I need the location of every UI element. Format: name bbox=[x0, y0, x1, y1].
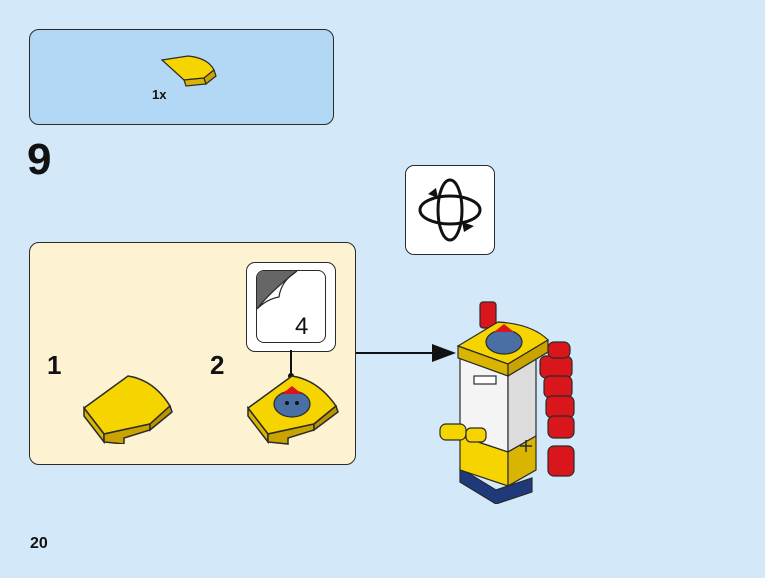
part-quantity: 1x bbox=[152, 87, 167, 102]
yellow-curved-slope-icon bbox=[160, 55, 217, 87]
assembled-model-illustration bbox=[439, 301, 575, 504]
arrow-right-icon bbox=[356, 344, 456, 362]
substep-label: 1 bbox=[47, 350, 62, 380]
page-number: 20 bbox=[30, 535, 48, 552]
parts-list-box: 1x bbox=[29, 29, 334, 125]
sticker-sheet-icon: 4 bbox=[256, 270, 326, 343]
yellow-slope-brick-icon bbox=[82, 375, 173, 444]
step-number: 9 bbox=[27, 135, 52, 184]
rotate-model-icon bbox=[405, 165, 495, 255]
stickered-slope-brick-icon bbox=[246, 375, 339, 445]
substep-label: 2 bbox=[210, 350, 225, 380]
sticker-number: 4 bbox=[295, 313, 309, 340]
sticker-callout: 4 bbox=[246, 262, 336, 352]
